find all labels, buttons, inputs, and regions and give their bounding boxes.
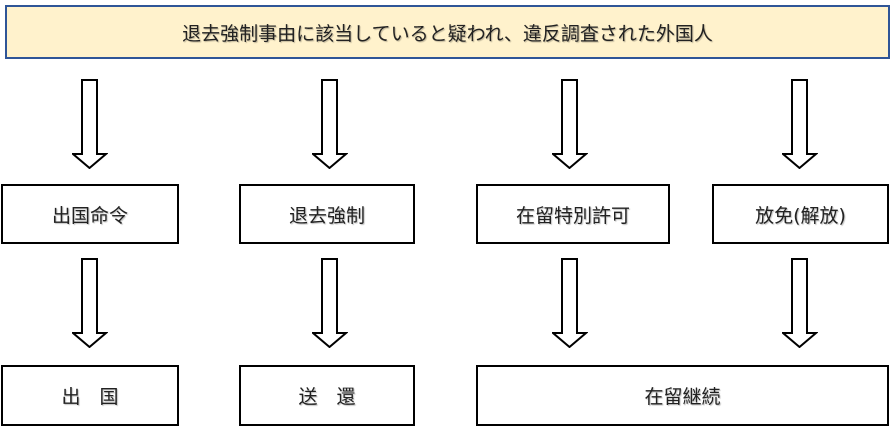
down-arrow-icon [782,79,818,169]
repatriation-box: 送 還 [239,365,415,426]
header-box: 退去強制事由に該当していると疑われ、違反調査された外国人 [5,5,890,59]
down-arrow-icon [552,79,588,169]
special-permission-box: 在留特別許可 [476,184,670,244]
release-box: 放免(解放) [712,184,889,244]
deportation-box: 退去強制 [239,184,415,244]
departure-order-box: 出国命令 [1,184,179,244]
down-arrow-icon [72,258,108,348]
box-label: 出国命令 [51,204,128,227]
box-label: 放免(解放) [755,204,846,227]
continued-stay-box: 在留継続 [476,365,889,426]
box-label: 出 国 [61,386,119,408]
down-arrow-icon [312,258,348,348]
down-arrow-icon [552,258,588,348]
down-arrow-icon [72,79,108,169]
box-label: 送 還 [298,386,356,408]
down-arrow-icon [782,258,818,348]
header-text: 退去強制事由に該当していると疑われ、違反調査された外国人 [182,22,713,45]
box-label: 在留特別許可 [515,204,630,227]
departure-box: 出 国 [1,365,179,426]
down-arrow-icon [312,79,348,169]
box-label: 退去強制 [288,204,365,227]
box-label: 在留継続 [644,386,721,408]
